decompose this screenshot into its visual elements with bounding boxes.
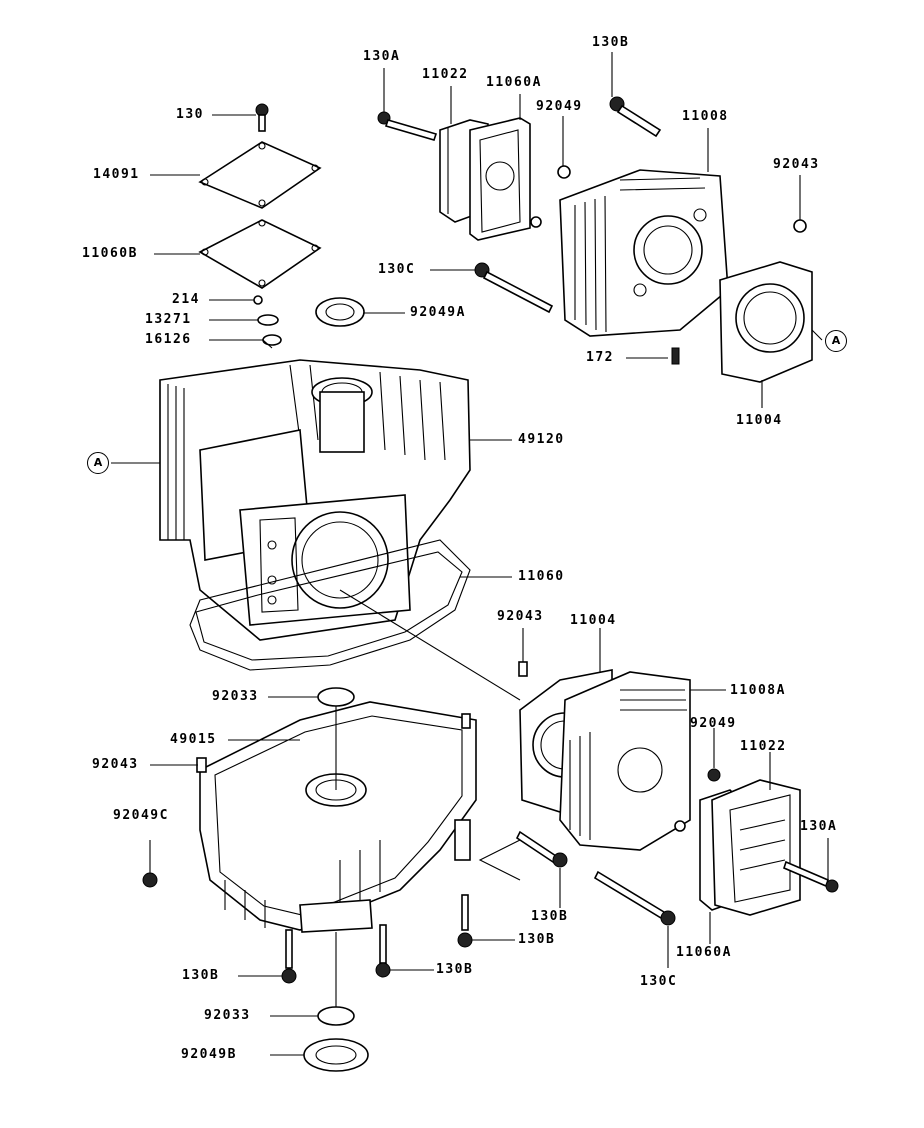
label-130B-left: 130B <box>182 968 220 983</box>
oil-pan-49015 <box>199 701 477 933</box>
base-gasket <box>189 539 471 671</box>
bolt-130C-top <box>474 262 554 314</box>
label-172: 172 <box>586 350 614 365</box>
label-16126: 16126 <box>145 332 192 347</box>
pin-214 <box>253 295 263 305</box>
plug-92049C <box>142 872 158 888</box>
oring-92033-top <box>317 687 355 707</box>
label-92043-topright: 92043 <box>773 157 820 172</box>
label-92043-left: 92043 <box>92 757 139 772</box>
cylinder-head-11008A <box>559 671 691 851</box>
label-11004-top: 11004 <box>736 413 783 428</box>
bolt-130 <box>255 103 269 132</box>
bolt-130C-bottom <box>593 870 676 926</box>
bolt-130B-left <box>281 929 297 984</box>
cover-11060B <box>198 219 322 289</box>
label-49015: 49015 <box>170 732 217 747</box>
dowel-92043-left <box>196 757 207 773</box>
label-11022-top: 11022 <box>422 67 469 82</box>
label-92049-right: 92049 <box>690 716 737 731</box>
bolt-130A-bottom <box>783 860 839 893</box>
plug-92049-right <box>707 768 721 782</box>
dowel-small-right <box>674 820 686 832</box>
rocker-cover-11022-bottom <box>711 779 801 916</box>
label-92049-top: 92049 <box>536 99 583 114</box>
dowel-92043-topright <box>793 219 807 233</box>
label-11022-bottom: 11022 <box>740 739 787 754</box>
label-130B-right: 130B <box>436 962 474 977</box>
label-130C-top: 130C <box>378 262 416 277</box>
cylinder-block-11060 <box>239 494 411 626</box>
label-130: 130 <box>176 107 204 122</box>
label-11060A-bottom: 11060A <box>676 945 732 960</box>
gasket-14091 <box>198 141 322 209</box>
dowel-pan-right <box>461 713 471 729</box>
reference-marker-a-left: A <box>87 452 109 474</box>
label-92033-top: 92033 <box>212 689 259 704</box>
label-13271: 13271 <box>145 312 192 327</box>
label-130B-pan: 130B <box>518 932 556 947</box>
label-14091: 14091 <box>93 167 140 182</box>
gasket-11060A-top <box>469 117 531 241</box>
label-130A-bottom: 130A <box>800 819 838 834</box>
label-214: 214 <box>172 292 200 307</box>
dowel-small <box>530 216 542 228</box>
label-130B-top: 130B <box>592 35 630 50</box>
plug-92049-top <box>557 165 571 179</box>
label-130C-bottom: 130C <box>640 974 678 989</box>
label-92049C: 92049C <box>113 808 169 823</box>
dowel-92043-mid <box>518 661 528 677</box>
label-92049B: 92049B <box>181 1047 237 1062</box>
leader-lines <box>111 52 829 1056</box>
label-92043-mid: 92043 <box>497 609 544 624</box>
head-gasket-11004-top <box>719 261 813 383</box>
label-11008A: 11008A <box>730 683 786 698</box>
clip-13271 <box>257 314 279 326</box>
reference-marker-a-right: A <box>825 330 847 352</box>
bolt-130B-pan <box>457 894 473 948</box>
label-92049A: 92049A <box>410 305 466 320</box>
bolt-130B-top <box>609 96 662 138</box>
oring-92033-bottom <box>317 1006 355 1026</box>
label-92033-bottom: 92033 <box>204 1008 251 1023</box>
label-11004-mid: 11004 <box>570 613 617 628</box>
bolt-130B-mid <box>515 830 568 868</box>
cylinder-head-11008 <box>559 169 729 337</box>
washer-16126 <box>262 334 282 346</box>
oil-seal-92049B <box>303 1038 369 1072</box>
label-130A-top: 130A <box>363 49 401 64</box>
label-11060B: 11060B <box>82 246 138 261</box>
label-11060A-top: 11060A <box>486 75 542 90</box>
label-49120: 49120 <box>518 432 565 447</box>
label-11060: 11060 <box>518 569 565 584</box>
stud-172 <box>671 347 680 365</box>
oil-seal-92049A <box>315 297 365 327</box>
label-130B-mid: 130B <box>531 909 569 924</box>
bolt-130A-top <box>377 111 438 141</box>
bolt-130B-right <box>375 924 391 978</box>
label-11008: 11008 <box>682 109 729 124</box>
